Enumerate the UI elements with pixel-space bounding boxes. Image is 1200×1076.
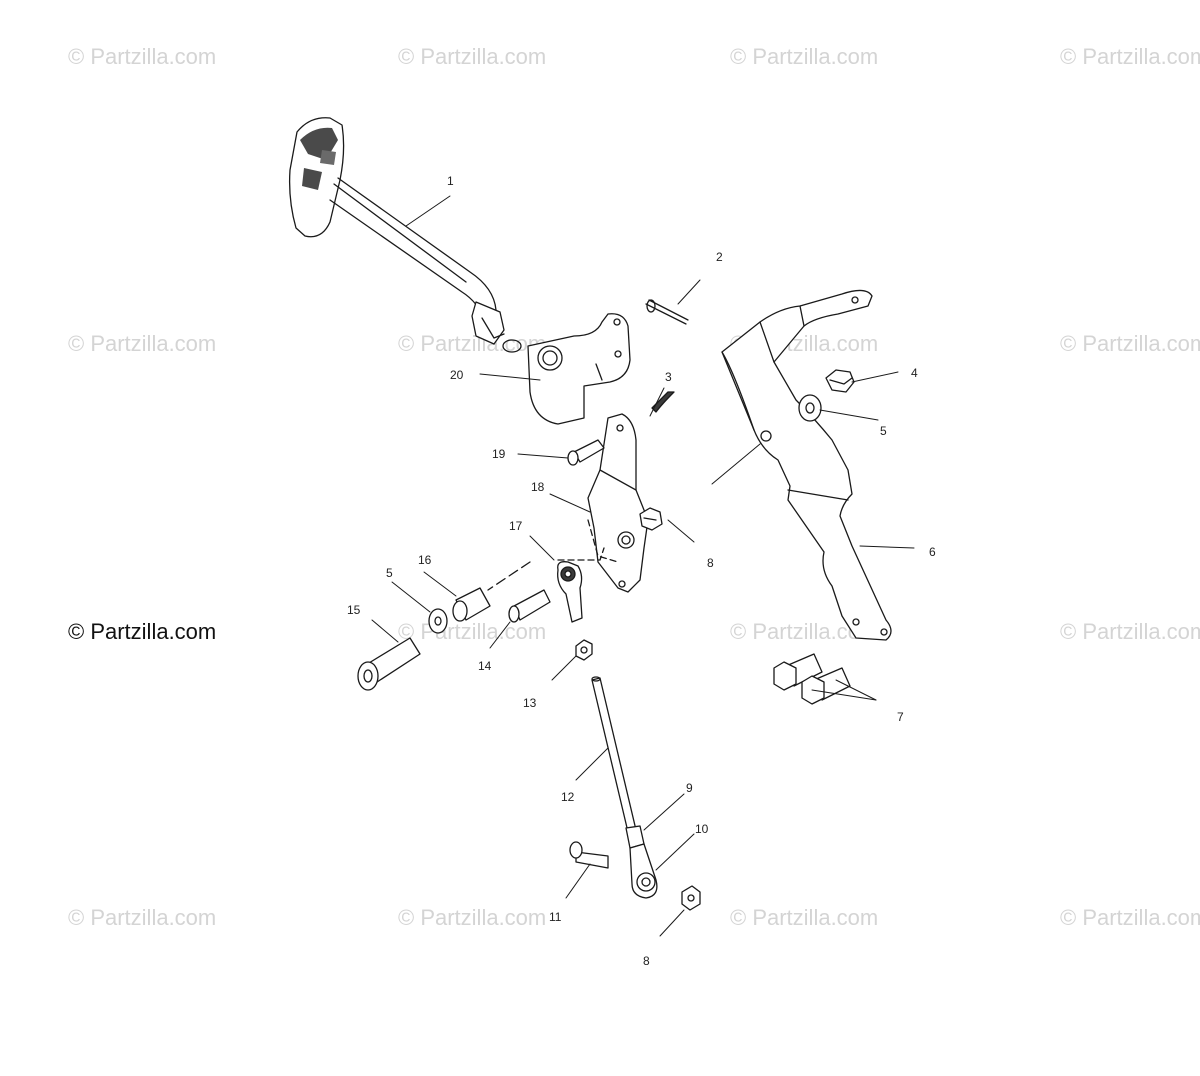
callout-8-upper: 8 [707, 556, 714, 570]
callout-12: 12 [561, 790, 575, 804]
callout-15: 15 [347, 603, 361, 617]
callout-20: 20 [450, 368, 464, 382]
callout-18: 18 [531, 480, 545, 494]
watermark: © Partzilla.com [398, 44, 547, 69]
leader-lines [371, 195, 915, 937]
callout-13: 13 [523, 696, 537, 710]
callout-10: 10 [695, 822, 709, 836]
callout-17: 17 [509, 519, 523, 533]
brake-rod-12 [591, 676, 637, 833]
watermark: © Partzilla.com [1060, 44, 1200, 69]
washer-5-left [428, 608, 448, 634]
watermark: © Partzilla.com [398, 331, 547, 356]
callout-8-lower: 8 [643, 954, 650, 968]
brake-pedal [288, 117, 522, 353]
clevis-pin-2 [645, 299, 689, 325]
mounting-bracket-6 [721, 289, 892, 641]
callout-7: 7 [897, 710, 904, 724]
cotter-pin-3 [651, 391, 675, 413]
callout-9: 9 [686, 781, 693, 795]
rod-end-9-10 [625, 825, 658, 899]
watermark: © Partzilla.com [730, 905, 879, 930]
callout-11: 11 [549, 910, 562, 924]
callout-3: 3 [665, 370, 672, 384]
watermark: © Partzilla.com [68, 44, 217, 69]
watermark: © Partzilla.com [68, 905, 217, 930]
rod-end-17 [487, 519, 619, 623]
watermark: © Partzilla.com [1060, 331, 1200, 356]
callout-5-right: 5 [880, 424, 887, 438]
bolt-14 [508, 589, 551, 623]
nut-8-upper [639, 507, 663, 531]
spacer-16 [452, 587, 491, 622]
bolts-7 [773, 653, 851, 705]
watermark: © Partzilla.com [398, 905, 547, 930]
callout-14: 14 [478, 659, 492, 673]
bracket-20 [527, 313, 631, 425]
callout-19: 19 [492, 447, 506, 461]
watermark: © Partzilla.com [730, 44, 879, 69]
washer-5-right [798, 394, 822, 422]
callout-1: 1 [447, 174, 454, 188]
bolt-15 [357, 637, 421, 691]
nut-8-lower [681, 885, 701, 911]
nut-4 [825, 369, 855, 393]
bolt-11 [569, 841, 609, 869]
watermark: © Partzilla.com [1060, 619, 1200, 644]
copyright-label: © Partzilla.com [68, 619, 217, 644]
callout-16: 16 [418, 553, 432, 567]
bolt-19 [567, 439, 605, 466]
nut-13 [575, 639, 593, 661]
watermark: © Partzilla.com [68, 331, 217, 356]
watermark: © Partzilla.com [1060, 905, 1200, 930]
callout-2: 2 [716, 250, 723, 264]
callout-labels: 1 2 3 4 5 5 6 7 8 8 9 10 11 12 13 14 15 … [347, 174, 936, 968]
watermark: © Partzilla.com [398, 619, 547, 644]
callout-4: 4 [911, 366, 918, 380]
callout-6: 6 [929, 545, 936, 559]
callout-5-left: 5 [386, 566, 393, 580]
